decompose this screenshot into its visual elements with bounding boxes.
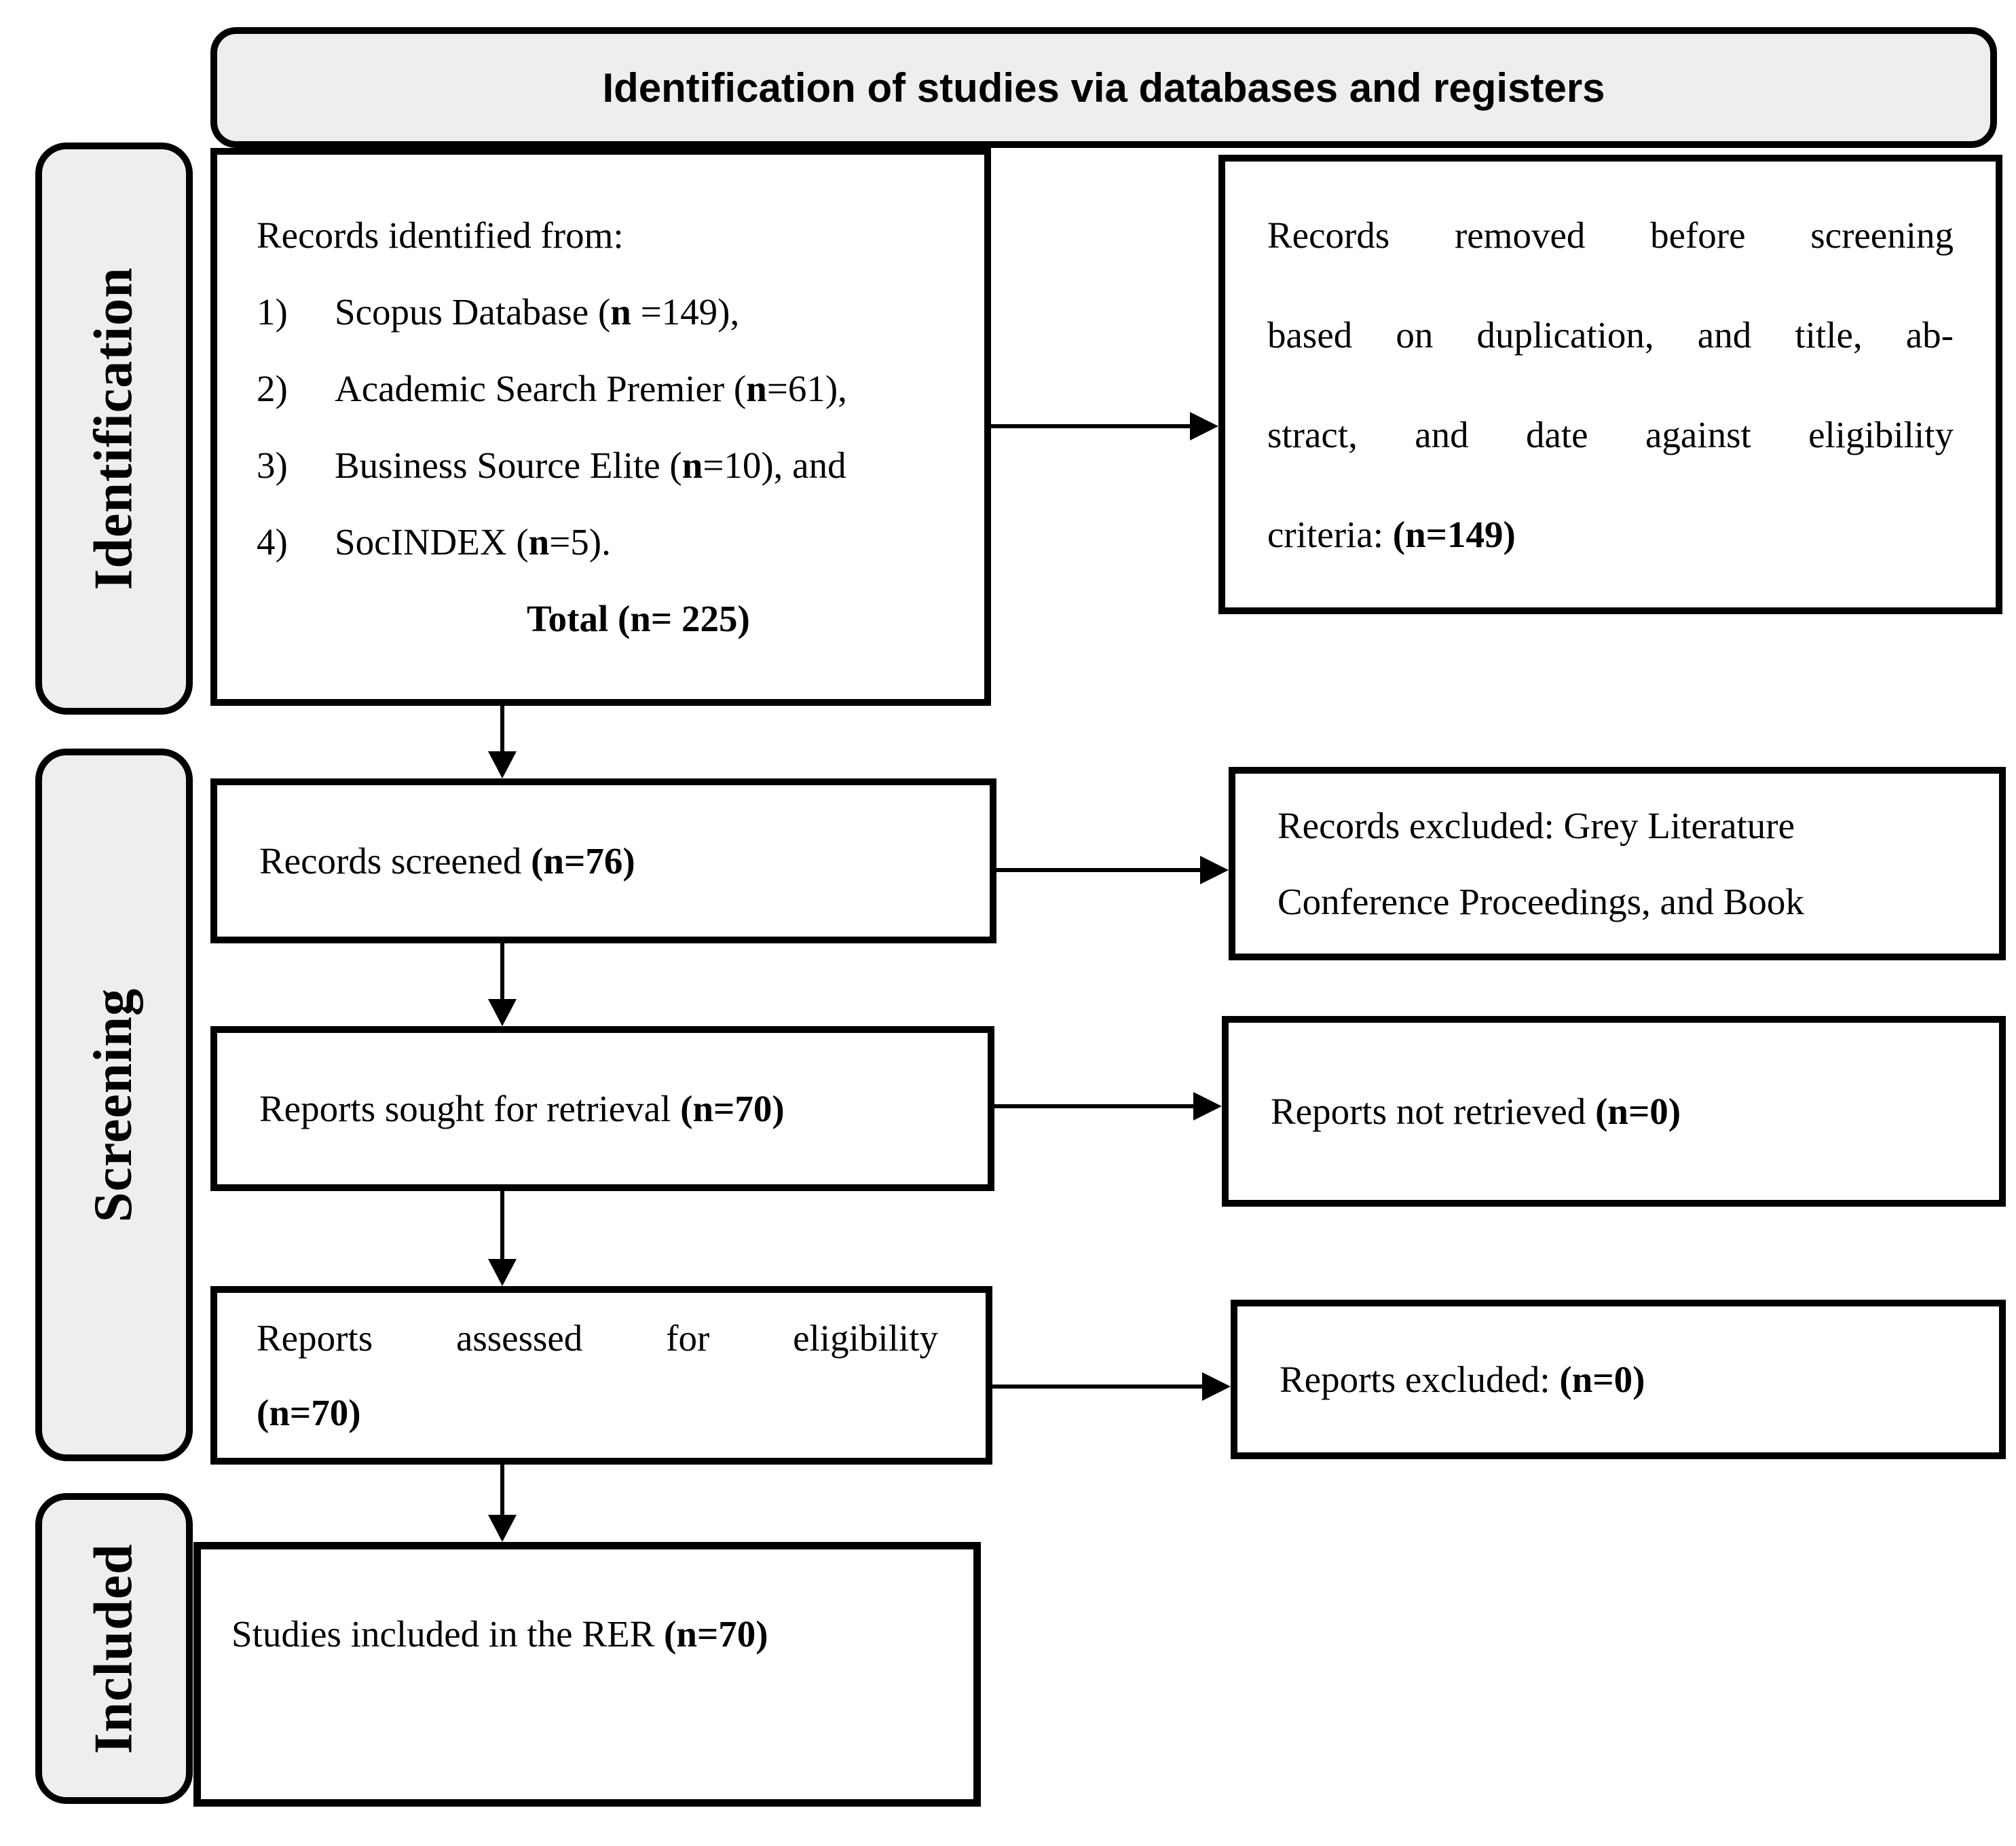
box-text-line: criteria: (n=149) <box>1267 513 1516 555</box>
box-text-line: Reports sought for retrieval (n=70) <box>259 1087 785 1129</box>
box-reports-assessed: Reports assessed for eligibility (n=70) <box>210 1286 992 1465</box>
arrow-right-icon <box>992 1384 1203 1389</box>
box-text-line: Records screened (n=76) <box>259 840 635 882</box>
box-text-line: Reports not retrieved (n=0) <box>1271 1090 1681 1132</box>
box-text-line: stract, and date against eligibility <box>1267 413 1954 455</box>
header-band: Identification of studies via databases … <box>210 27 1997 148</box>
box-records-identified: Records identified from: 1) Scopus Datab… <box>210 148 991 706</box>
box-records-screened: Records screened (n=76) <box>210 778 996 943</box>
arrow-right-icon <box>996 868 1201 872</box>
box-text-line: Studies included in the RER (n=70) <box>231 1613 768 1655</box>
arrow-right-icon <box>1200 856 1229 884</box>
list-item: 4) SocINDEX (n=5). <box>257 504 964 580</box>
arrow-right-icon <box>1190 412 1218 440</box>
list-item-text: Business Source Elite (n=10), and <box>335 445 846 486</box>
box-studies-included: Studies included in the RER (n=70) <box>193 1542 981 1807</box>
arrow-down-icon <box>500 943 504 1000</box>
list-item-number: 1) <box>257 291 288 333</box>
phase-label-included: Included <box>35 1493 193 1804</box>
arrow-down-icon <box>500 1465 504 1516</box>
box-text-line: (n=70) <box>257 1391 361 1433</box>
diagram-title: Identification of studies via databases … <box>602 64 1605 111</box>
total-line: Total (n= 225) <box>527 598 750 639</box>
list-item-number: 3) <box>257 445 288 486</box>
phase-label-text: Identification <box>83 267 144 590</box>
arrow-right-icon <box>994 1104 1195 1108</box>
box-text-line: Reports assessed for eligibility <box>257 1317 938 1359</box>
arrow-right-icon <box>1193 1092 1222 1120</box>
box-text-line: Records identified from: <box>257 214 624 256</box>
phase-label-screening: Screening <box>35 749 193 1461</box>
arrow-right-icon <box>1202 1372 1231 1401</box>
phase-label-text: Included <box>83 1543 144 1754</box>
box-records-excluded: Records excluded: Grey Literature Confer… <box>1229 767 2006 960</box>
arrow-down-icon <box>488 999 517 1026</box>
arrow-down-icon <box>500 706 504 753</box>
box-records-removed: Records removed before screening based o… <box>1218 155 2002 614</box>
arrow-down-icon <box>488 1259 517 1286</box>
list-item-text: SocINDEX (n=5). <box>335 521 611 563</box>
box-reports-excluded: Reports excluded: (n=0) <box>1231 1300 2006 1459</box>
arrow-right-icon <box>991 424 1191 428</box>
phase-label-identification: Identification <box>35 143 193 715</box>
box-text-line: Records removed before screening <box>1267 214 1954 256</box>
list-item-text: Academic Search Premier (n=61), <box>335 368 847 409</box>
box-text-line: Conference Proceedings, and Book <box>1277 880 1804 922</box>
arrow-down-icon <box>500 1191 504 1260</box>
box-reports-sought: Reports sought for retrieval (n=70) <box>210 1026 994 1191</box>
list-item-text: Scopus Database (n =149), <box>335 291 740 333</box>
list-item: 2) Academic Search Premier (n=61), <box>257 350 964 427</box>
list-item: 1) Scopus Database (n =149), <box>257 274 964 350</box>
list-item: 3) Business Source Elite (n=10), and <box>257 427 964 504</box>
box-text-line: Records excluded: Grey Literature <box>1277 804 1795 846</box>
box-text-line: based on duplication, and title, ab- <box>1267 314 1954 356</box>
list-item-number: 2) <box>257 368 288 409</box>
list-item-number: 4) <box>257 521 288 563</box>
arrow-down-icon <box>488 1515 517 1542</box>
arrow-down-icon <box>488 751 517 778</box>
box-reports-not-retrieved: Reports not retrieved (n=0) <box>1222 1016 2006 1207</box>
box-text-line: Reports excluded: (n=0) <box>1280 1358 1645 1400</box>
phase-label-text: Screening <box>83 987 144 1222</box>
